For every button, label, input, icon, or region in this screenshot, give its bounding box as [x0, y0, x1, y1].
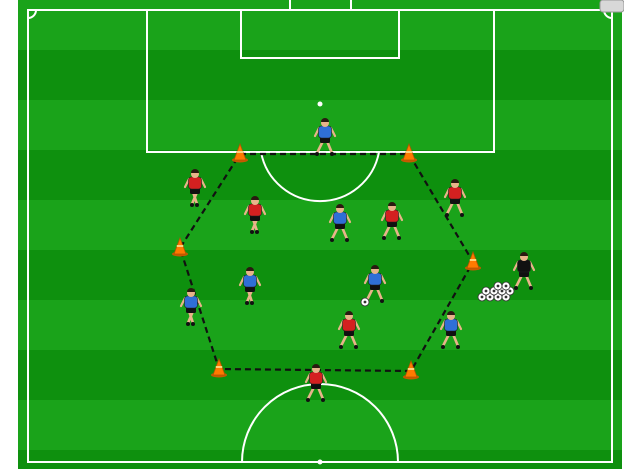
grass: [18, 0, 622, 469]
ball-supply-icon: [494, 282, 502, 290]
ball-supply-icon: [482, 287, 490, 295]
center-spot: [318, 460, 323, 465]
corner-flag: [600, 0, 624, 12]
ball-supply-icon: [502, 282, 510, 290]
ball-icon: [361, 298, 369, 306]
penalty-spot: [318, 102, 323, 107]
